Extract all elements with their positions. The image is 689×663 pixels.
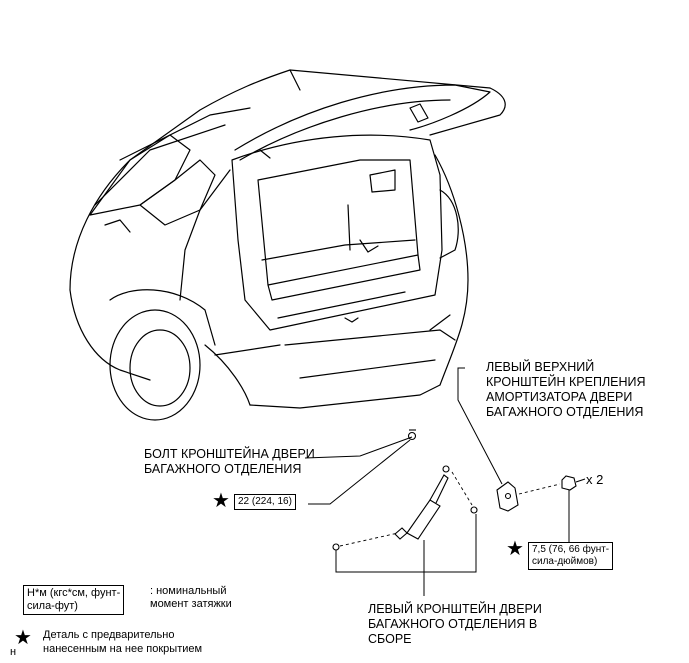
quantity-label: x 2 bbox=[586, 472, 604, 487]
bracket-screw bbox=[561, 475, 586, 491]
star-icon: ★ bbox=[506, 538, 524, 560]
rear-wheel bbox=[109, 289, 216, 421]
door-strut bbox=[394, 465, 450, 540]
bracket-bolt bbox=[407, 429, 417, 441]
upper-strut-bracket bbox=[496, 481, 519, 512]
leader-lines bbox=[304, 367, 570, 596]
assembly-lines bbox=[339, 471, 561, 547]
cargo-area bbox=[231, 134, 443, 331]
precoat-mark: н bbox=[10, 646, 17, 658]
liftgate bbox=[234, 84, 491, 161]
precoat-description: Деталь с предварительно нанесенным на не… bbox=[43, 629, 203, 655]
door-bracket-assembly-label: ЛЕВЫЙ КРОНШТЕЙН ДВЕРИ БАГАЖНОГО ОТДЕЛЕНИ… bbox=[368, 602, 542, 646]
bolt-torque-box: 22 (224, 16) bbox=[234, 494, 296, 510]
bracket-bolt-label: БОЛТ КРОНШТЕЙНА ДВЕРИ БАГАЖНОГО ОТДЕЛЕНИ… bbox=[144, 447, 315, 476]
star-icon: ★ bbox=[14, 627, 32, 649]
strut-ball-stud-lower bbox=[332, 543, 340, 551]
rear-bumper bbox=[214, 189, 459, 379]
torque-unit-box: Н*м (кгс*см, фунт- сила-фут) bbox=[23, 585, 125, 615]
strut-ball-stud-upper bbox=[470, 506, 478, 514]
side-windows bbox=[89, 134, 216, 233]
star-icon: ★ bbox=[212, 490, 230, 512]
screw-torque-box: 7,5 (76, 66 фунт- сила-дюймов) bbox=[528, 542, 614, 570]
strut-parts bbox=[332, 429, 586, 551]
upper-strut-bracket-label: ЛЕВЫЙ ВЕРХНИЙ КРОНШТЕЙН КРЕПЛЕНИЯ АМОРТИ… bbox=[486, 360, 646, 419]
torque-unit-description: : номинальный момент затяжки bbox=[150, 585, 232, 610]
